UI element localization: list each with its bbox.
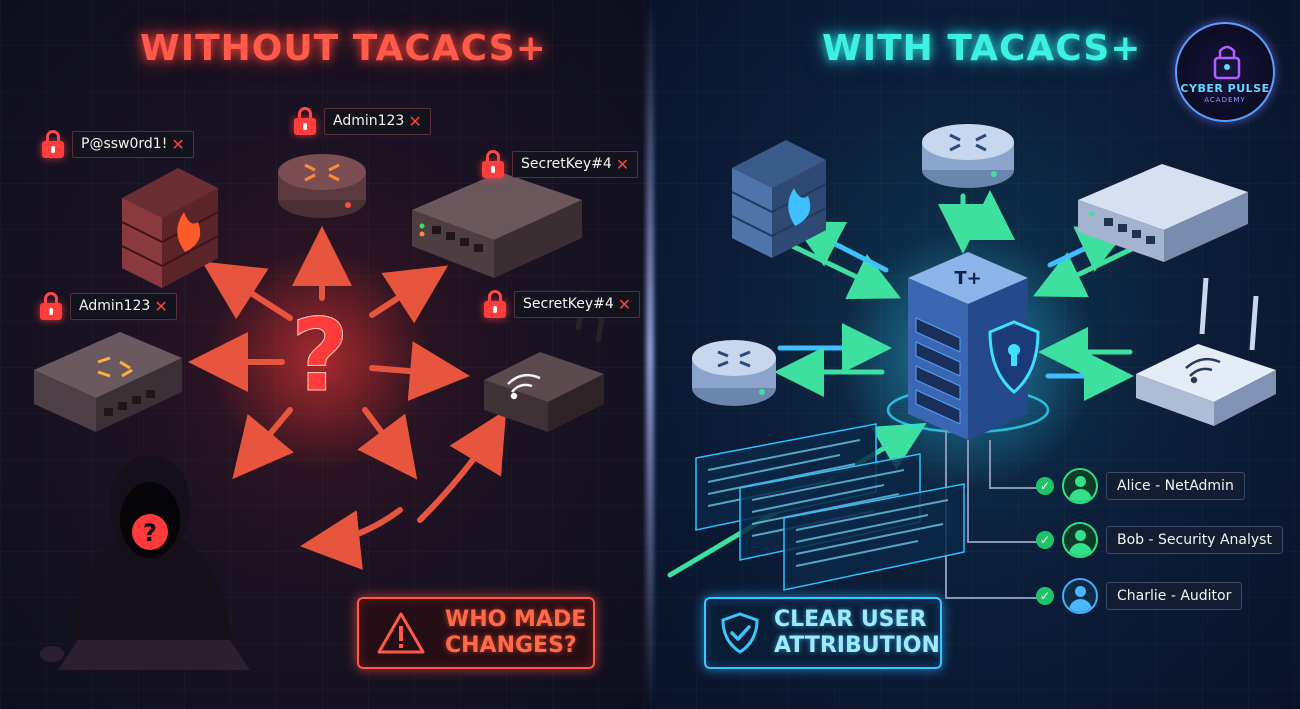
switch-device: [1078, 164, 1248, 262]
cyber-pulse-logo: CYBER PULSE ACADEMY: [1175, 22, 1275, 122]
password-text: P@ssw0rd1!: [81, 136, 168, 152]
arrow-to-hacker: [232, 407, 294, 480]
arrow-up-to-wifi: [417, 409, 507, 523]
user-label: Alice - NetAdmin: [1106, 472, 1245, 500]
check-icon: ✓: [1036, 587, 1054, 605]
user-charlie: ✓ Charlie - Auditor: [1036, 578, 1243, 614]
logo-text: CYBER PULSE: [1180, 82, 1270, 95]
logo-subtext: ACADEMY: [1204, 96, 1246, 104]
clear-attribution-box: CLEAR USER ATTRIBUTION: [704, 597, 942, 669]
keyboard: [58, 640, 250, 670]
right-title: WITH TACACS+: [822, 28, 1142, 69]
password-tag-left-switch: Admin123✕: [38, 292, 177, 320]
mouse: [40, 646, 64, 662]
user-avatar-icon: [1062, 468, 1098, 504]
x-icon: ✕: [171, 134, 185, 154]
user-tree-lines: [945, 430, 1050, 599]
password-tag-wifi: SecretKey#4✕: [482, 290, 641, 318]
lock-icon: [38, 292, 64, 320]
svg-text:?: ?: [143, 519, 157, 547]
logo-lock-icon: [1213, 45, 1241, 80]
ok-line-2: ATTRIBUTION: [774, 633, 940, 658]
question-mark: ?: [291, 297, 349, 414]
alert-line-1: WHO MADE: [445, 607, 587, 632]
server-label: T+: [954, 268, 981, 289]
check-icon: ✓: [1036, 477, 1054, 495]
ok-line-1: CLEAR USER: [774, 607, 927, 632]
tacacs-server: T+: [886, 252, 1050, 440]
center-divider: [646, 0, 654, 709]
password-tag-firewall: P@ssw0rd1!✕: [40, 130, 194, 158]
password-tag-router: Admin123✕: [292, 107, 431, 135]
arrow-to-switch: [369, 265, 449, 324]
password-text: SecretKey#4: [521, 156, 612, 172]
x-icon: ✕: [615, 154, 630, 174]
right-diagram: T+: [667, 124, 1276, 599]
flame-icon: [177, 212, 201, 252]
user-avatar-icon: [1062, 522, 1098, 558]
arrow-to-firewall: [201, 261, 293, 321]
password-text: Admin123: [333, 113, 405, 129]
switch-device: [412, 172, 582, 278]
with-tacacs-panel: T+: [650, 0, 1300, 709]
hacker-question-badge: [132, 514, 168, 550]
user-avatar-icon: [1062, 578, 1098, 614]
check-icon: ✓: [1036, 531, 1054, 549]
router-device: [922, 124, 1014, 188]
wifi-router-device: [484, 289, 607, 432]
alert-line-2: CHANGES?: [445, 633, 577, 658]
log-window: [783, 483, 965, 591]
left-title: WITHOUT TACACS+: [140, 28, 547, 69]
user-label: Bob - Security Analyst: [1106, 526, 1283, 554]
left-diagram: ? ?: [34, 154, 607, 670]
who-made-changes-box: WHO MADE CHANGES?: [357, 597, 595, 669]
arrow-down-right: [357, 407, 418, 480]
chaos-arrows: [188, 226, 507, 570]
password-text: SecretKey#4: [523, 296, 614, 312]
flame-icon: [788, 188, 811, 226]
log-windows: [695, 423, 965, 591]
arrow-back-to-hacker: [300, 507, 403, 570]
left-switch-device: [34, 332, 182, 432]
password-text: Admin123: [79, 298, 151, 314]
wifi-icon: [1185, 357, 1221, 384]
arrow-to-wifi: [369, 341, 470, 402]
x-icon: ✕: [617, 294, 632, 314]
lock-icon: [482, 290, 508, 318]
without-tacacs-panel: ? ? WITHOUT TACACS+ P@ssw0rd1!✕ Admin123…: [0, 0, 650, 709]
password-tag-switch: SecretKey#4✕: [480, 150, 639, 178]
x-icon: ✕: [408, 111, 422, 131]
lock-icon: [480, 150, 506, 178]
user-alice: ✓ Alice - NetAdmin: [1036, 468, 1245, 504]
x-icon: ✕: [154, 296, 168, 316]
router-2-device: [692, 340, 776, 406]
hacker-figure: ?: [40, 455, 250, 670]
firewall-device: [731, 140, 827, 258]
router-device: [278, 154, 366, 218]
warning-icon: [377, 612, 425, 654]
lock-icon: [40, 130, 66, 158]
wifi-router-device: [1136, 277, 1276, 426]
lock-icon: [292, 107, 318, 135]
user-label: Charlie - Auditor: [1106, 582, 1243, 610]
shield-check-icon: [721, 612, 759, 654]
user-bob: ✓ Bob - Security Analyst: [1036, 522, 1283, 558]
wifi-icon: [507, 373, 541, 400]
firewall-device: [121, 168, 219, 288]
